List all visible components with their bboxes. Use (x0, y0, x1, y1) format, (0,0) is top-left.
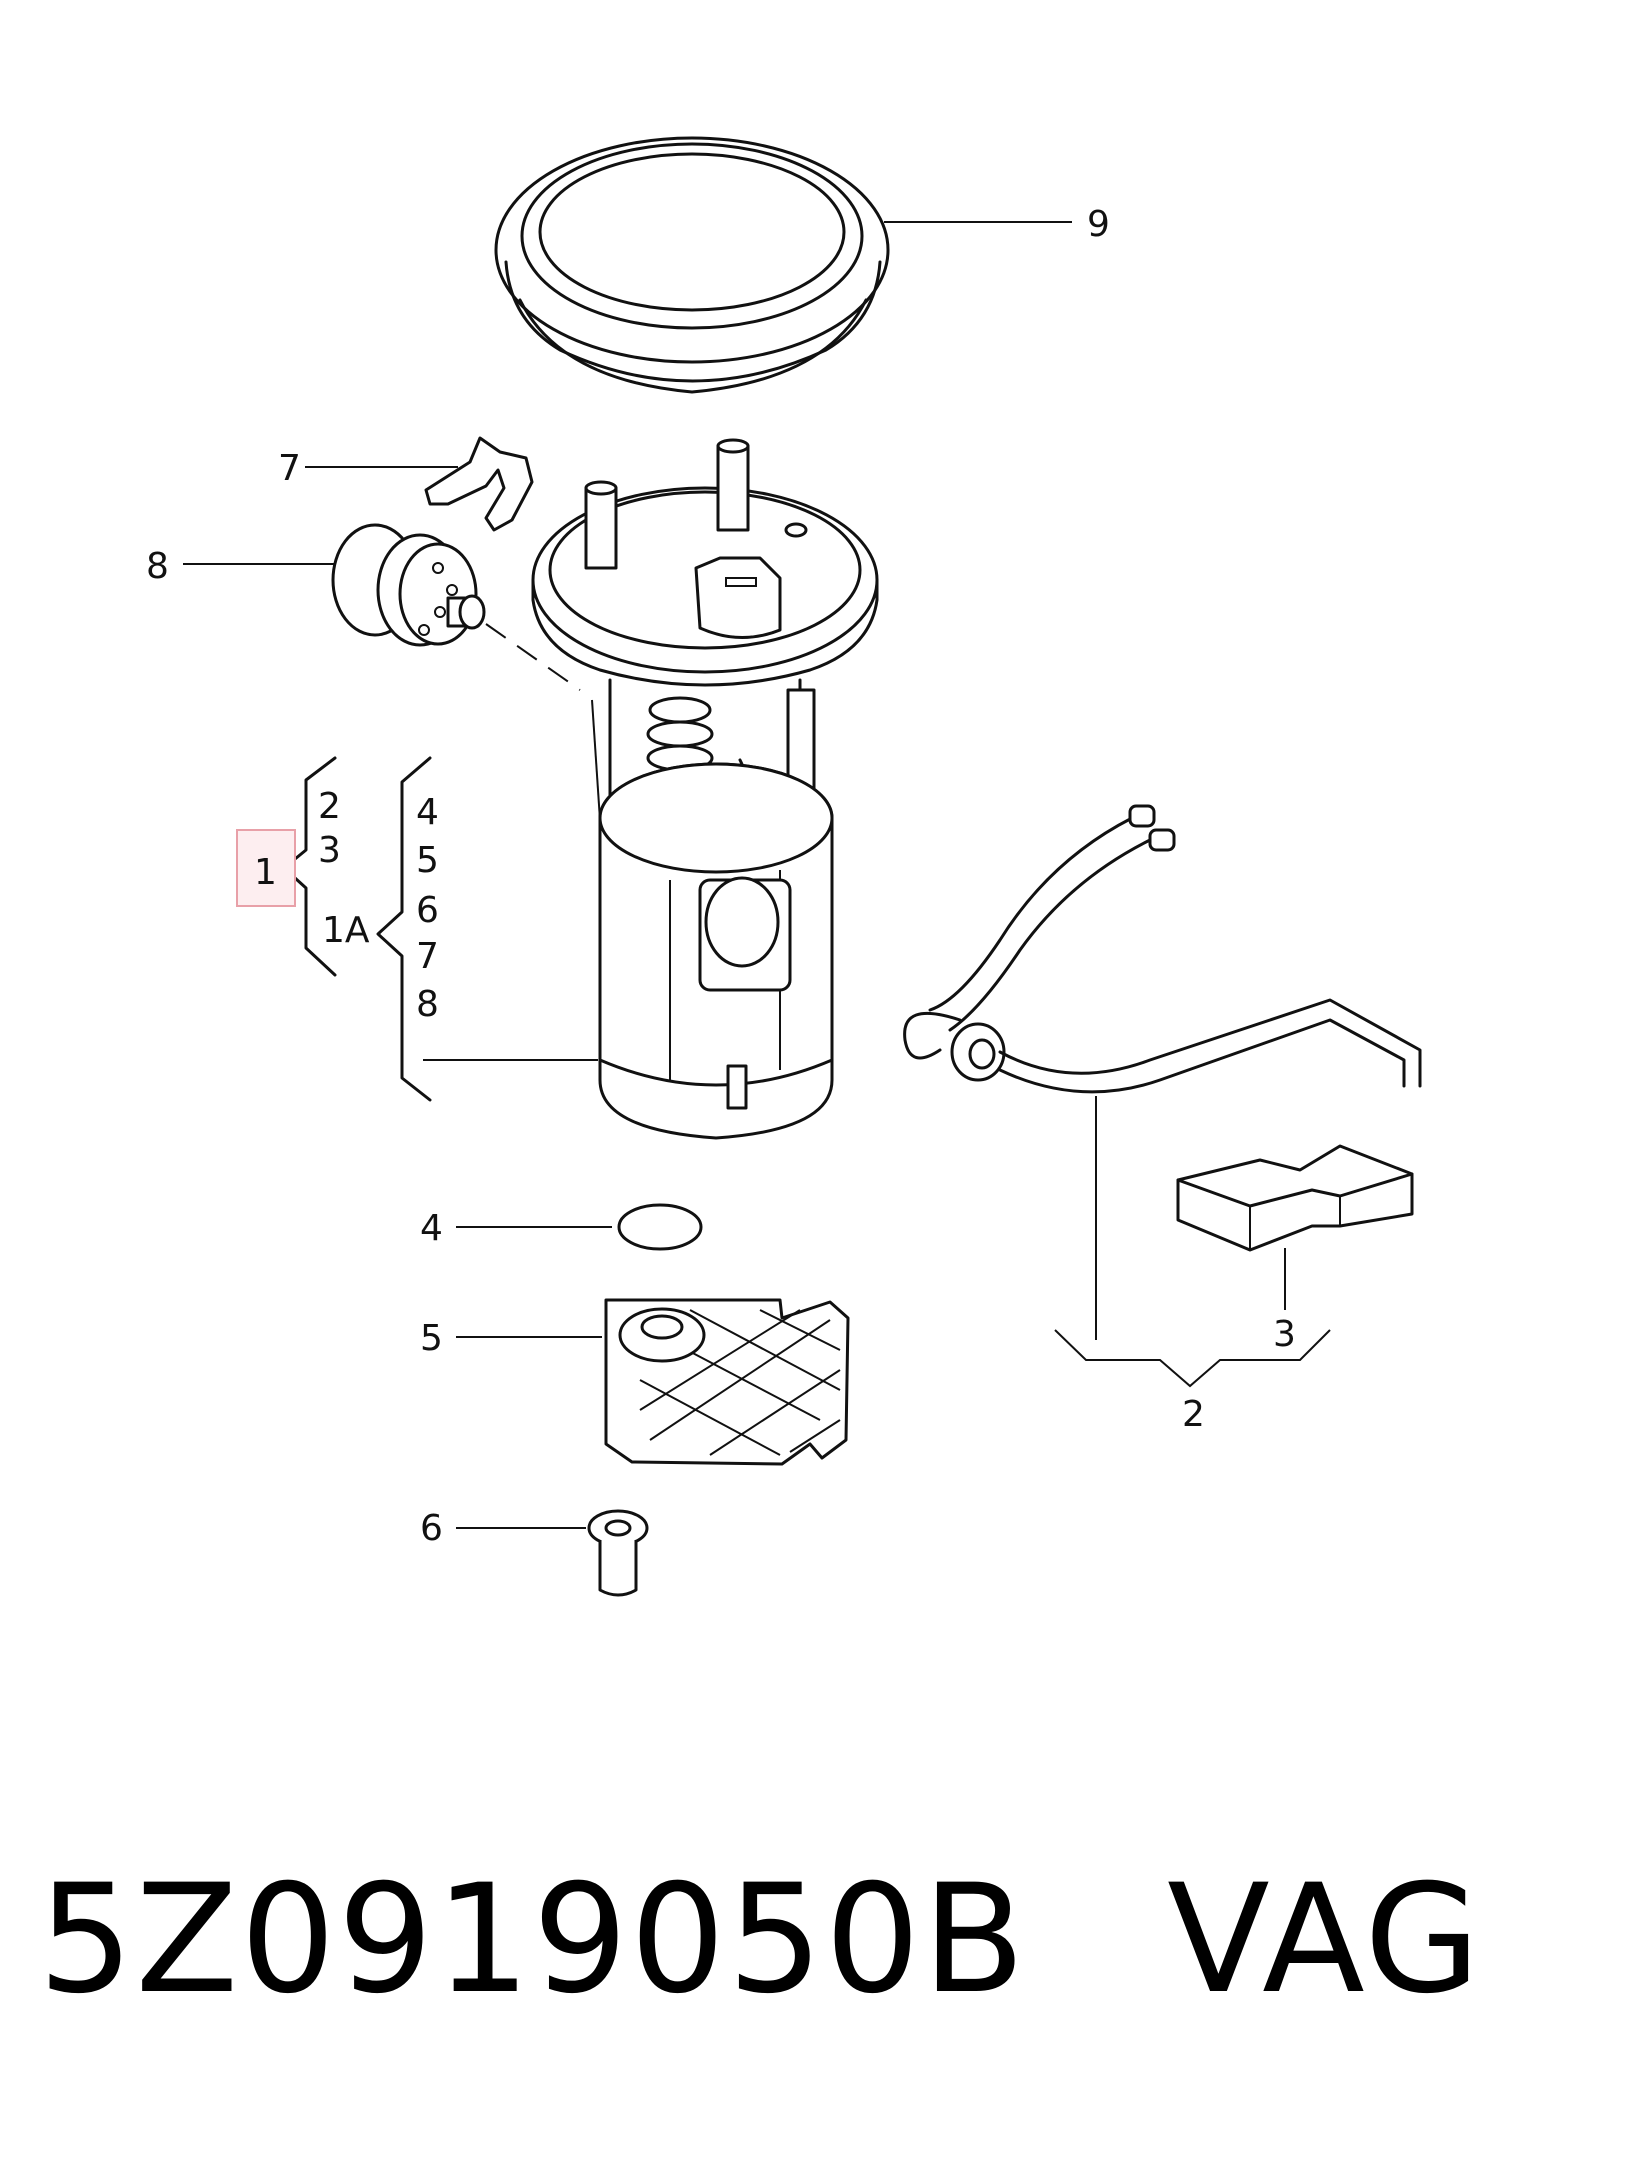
label-list-6: 6 (416, 890, 439, 931)
sealing-ring-part-9 (494, 136, 1072, 394)
bushing-part-6 (456, 1509, 649, 1597)
label-clip-7: 7 (278, 448, 301, 489)
label-group-2: 2 (318, 786, 341, 827)
fuel-pump-module (423, 438, 879, 1140)
label-list-7: 7 (416, 936, 439, 977)
label-list-4: 4 (416, 792, 439, 833)
label-bushing-6: 6 (420, 1508, 443, 1549)
label-main-1: 1 (254, 852, 277, 893)
o-ring-seal-part-4 (456, 1203, 703, 1251)
label-ring-9: 9 (1087, 204, 1110, 245)
filter-part-5 (456, 1298, 850, 1466)
label-group-3: 3 (318, 830, 341, 871)
label-regulator-8: 8 (146, 546, 169, 587)
label-filter-5: 5 (420, 1318, 443, 1359)
highlight-box-part-1 (236, 829, 296, 907)
label-list-8: 8 (416, 984, 439, 1025)
label-pad-3: 3 (1273, 1314, 1296, 1355)
retaining-clip-part-7 (305, 436, 534, 532)
label-seal-4: 4 (420, 1208, 443, 1249)
label-harness-2: 2 (1182, 1394, 1205, 1435)
label-list-5: 5 (416, 840, 439, 881)
pressure-regulator-part-8 (183, 523, 581, 691)
pad-part-3 (1176, 1144, 1414, 1310)
label-group-1a: 1A (322, 910, 370, 951)
part-number: 5Z0919050B (38, 1853, 1028, 2027)
brand-name: VAG (1167, 1853, 1483, 2027)
wiring-harness-part-2 (903, 804, 1422, 1388)
